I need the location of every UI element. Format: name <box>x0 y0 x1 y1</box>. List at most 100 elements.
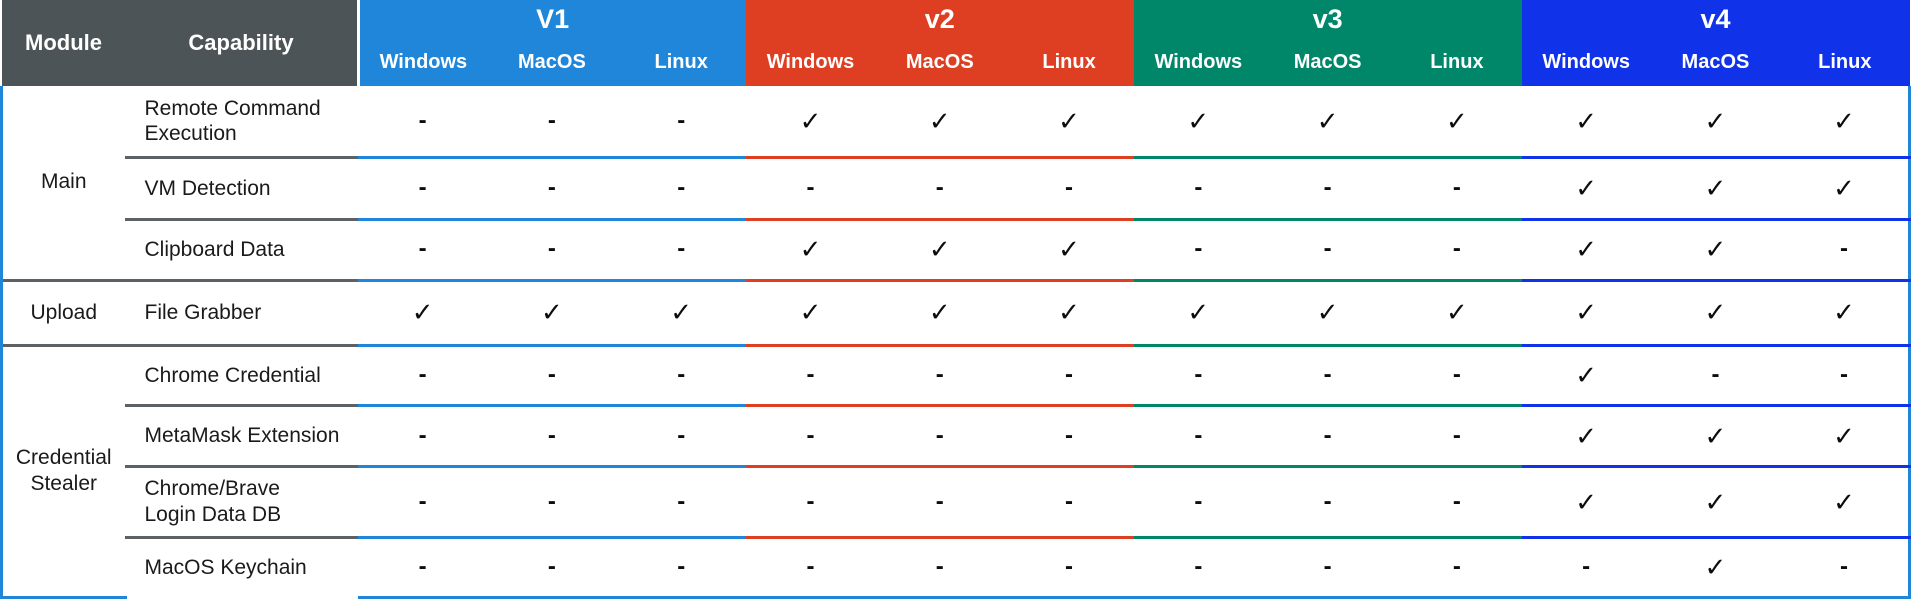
check-icon: ✓ <box>799 106 822 137</box>
dash-icon: - <box>677 421 686 449</box>
dash-icon: - <box>547 552 556 580</box>
capability-label-line: Chrome/Brave <box>144 477 280 501</box>
support-cell-v1-windows: - <box>358 405 488 469</box>
capability-cell: VM Detection <box>125 157 358 221</box>
support-cell-v3-windows: - <box>1133 466 1263 539</box>
check-icon: ✓ <box>1704 421 1727 452</box>
support-cell-v3-linux: - <box>1392 219 1522 282</box>
support-cell-v3-macos: - <box>1262 157 1393 221</box>
header-version-v4: v4 <box>1521 0 1910 38</box>
support-cell-v2-windows: - <box>745 537 876 599</box>
check-icon: ✓ <box>928 106 951 137</box>
check-icon: ✓ <box>1445 298 1468 329</box>
support-cell-v1-macos: - <box>487 157 617 221</box>
dash-icon: - <box>1323 360 1332 388</box>
dash-icon: - <box>806 421 815 449</box>
support-cell-v4-windows: ✓ <box>1521 86 1651 160</box>
dash-icon: - <box>1194 173 1203 201</box>
support-cell-v2-linux: - <box>1004 537 1134 599</box>
dash-icon: - <box>1840 552 1849 580</box>
dash-icon: - <box>1452 235 1461 263</box>
support-cell-v2-windows: ✓ <box>745 219 876 282</box>
header-version-row: Module Capability V1 v2 v3 v4 <box>1 0 1910 86</box>
dash-icon: - <box>1065 552 1074 580</box>
support-cell-v3-linux: - <box>1392 466 1522 539</box>
support-cell-v3-windows: - <box>1133 219 1263 282</box>
check-icon: ✓ <box>1833 173 1855 204</box>
support-cell-v2-windows: - <box>745 466 876 539</box>
support-cell-v3-linux: - <box>1392 345 1522 407</box>
support-cell-v4-windows: ✓ <box>1521 345 1651 407</box>
support-cell-v2-linux: ✓ <box>1004 219 1134 282</box>
check-icon: ✓ <box>1575 298 1598 329</box>
support-cell-v4-windows: ✓ <box>1521 219 1651 282</box>
capability-label-line: Clipboard Data <box>144 237 285 261</box>
dash-icon: - <box>1065 360 1074 388</box>
check-icon: ✓ <box>1316 106 1339 137</box>
table-header: Module Capability V1 v2 v3 v4 Windows Ma… <box>1 0 1910 86</box>
dash-icon: - <box>1194 421 1203 449</box>
support-cell-v4-macos: ✓ <box>1650 219 1781 282</box>
capability-label-line: File Grabber <box>144 301 262 325</box>
support-cell-v1-linux: - <box>616 157 746 221</box>
dash-icon: - <box>1452 360 1461 388</box>
check-icon: ✓ <box>1704 235 1727 266</box>
dash-icon: - <box>935 421 944 449</box>
table-row: MetaMask Extension---------✓✓✓ <box>2 405 1911 469</box>
support-cell-v2-macos: ✓ <box>875 280 1005 347</box>
capability-label-line: Chrome Credential <box>144 363 321 387</box>
dash-icon: - <box>806 552 815 580</box>
dash-icon: - <box>677 106 686 134</box>
support-cell-v1-windows: - <box>358 86 488 160</box>
dash-icon: - <box>677 235 686 263</box>
check-icon: ✓ <box>1445 106 1468 137</box>
capability-cell: Chrome Credential <box>125 343 358 407</box>
support-cell-v2-macos: - <box>875 405 1005 469</box>
capability-label-line: MetaMask Extension <box>144 424 340 448</box>
support-cell-v3-macos: - <box>1262 466 1393 539</box>
header-v1-macos: MacOS <box>487 38 617 86</box>
check-icon: ✓ <box>1575 487 1598 518</box>
support-cell-v3-linux: - <box>1392 405 1522 469</box>
support-cell-v2-macos: - <box>875 466 1005 539</box>
header-v3-windows: Windows <box>1133 38 1263 86</box>
module-name-line: Upload <box>30 300 98 324</box>
capability-label-line: VM Detection <box>144 176 271 200</box>
check-icon: ✓ <box>1704 173 1727 204</box>
dash-icon: - <box>1194 487 1203 515</box>
dash-icon: - <box>1582 552 1591 580</box>
dash-icon: - <box>677 487 686 515</box>
support-cell-v4-linux: ✓ <box>1780 157 1911 221</box>
module-name-line: Stealer <box>30 472 98 496</box>
check-icon: ✓ <box>1058 106 1080 137</box>
support-cell-v3-windows: - <box>1133 537 1263 599</box>
support-cell-v3-windows: ✓ <box>1133 86 1263 160</box>
capability-cell: Clipboard Data <box>125 219 358 281</box>
header-v2-macos: MacOS <box>875 38 1005 86</box>
dash-icon: - <box>1194 235 1203 263</box>
module-name-cell: Main <box>0 86 127 281</box>
dash-icon: - <box>418 235 427 263</box>
support-cell-v4-macos: ✓ <box>1650 157 1781 221</box>
support-cell-v2-windows: ✓ <box>745 280 876 347</box>
capability-cell: File Grabber <box>125 278 358 346</box>
check-icon: ✓ <box>670 298 693 329</box>
support-cell-v3-windows: - <box>1133 405 1263 469</box>
capability-label-line: Login Data DB <box>144 503 282 527</box>
dash-icon: - <box>1065 487 1074 515</box>
dash-icon: - <box>1452 552 1461 580</box>
module-name-cell: Upload <box>0 278 127 346</box>
support-cell-v4-linux: - <box>1780 345 1911 407</box>
capability-label-line: Remote Command <box>144 96 321 120</box>
dash-icon: - <box>418 173 427 201</box>
support-cell-v2-macos: ✓ <box>875 219 1005 282</box>
support-cell-v1-macos: - <box>487 537 617 599</box>
dash-icon: - <box>935 552 944 580</box>
